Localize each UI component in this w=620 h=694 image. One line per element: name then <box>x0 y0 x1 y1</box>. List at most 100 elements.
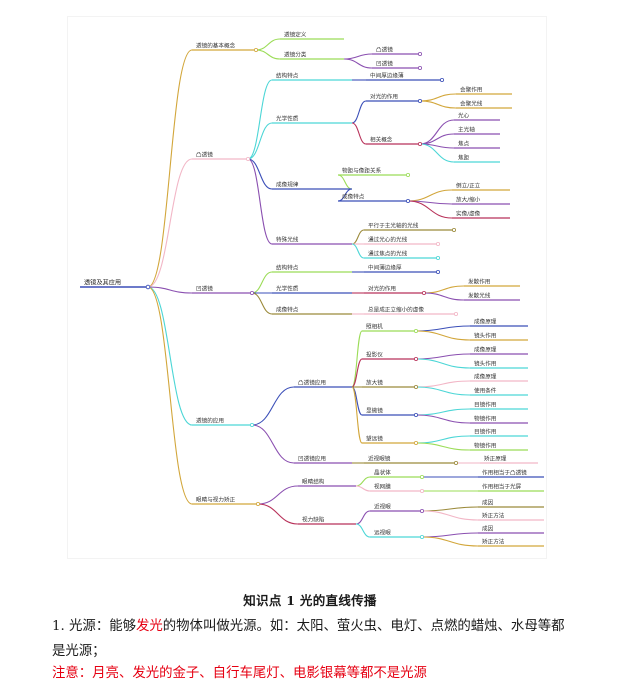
mindmap-connector <box>415 358 471 369</box>
mindmap-node-label: 成像原理 <box>474 373 497 381</box>
mindmap-node-label: 会聚光线 <box>460 100 483 108</box>
mindmap-connector <box>247 158 273 190</box>
mindmap-connector <box>147 286 193 294</box>
mindmap-node-label: 焦点 <box>458 140 470 148</box>
mindmap-node-label: 发散光线 <box>468 292 491 300</box>
mindmap-node-dot <box>419 474 424 479</box>
mindmap-node-label: 矫正原理 <box>484 455 507 463</box>
mindmap-node-label: 发散作用 <box>468 278 490 286</box>
mindmap-node-dot <box>249 290 254 295</box>
mindmap-node-label: 望远镜 <box>366 435 383 443</box>
mindmap-connector <box>351 386 363 444</box>
mindmap-node-label: 倒立/正立 <box>456 182 481 190</box>
mindmap-node-dot <box>413 328 418 333</box>
mindmap-node-label: 透镜分类 <box>284 51 307 59</box>
mindmap-node-dot <box>417 142 422 147</box>
mindmap-node-dot <box>419 535 424 540</box>
mindmap-connector <box>355 510 371 525</box>
mindmap-node-dot <box>419 508 424 513</box>
mindmap-connector <box>337 174 353 190</box>
mindmap-node-dot <box>405 198 410 203</box>
mindmap-connector <box>407 189 453 202</box>
mindmap-connector <box>251 271 273 294</box>
mindmap-node-label: 凸透镜 <box>376 46 393 54</box>
mindmap-connector <box>351 330 363 388</box>
mindmap-connector <box>147 286 193 426</box>
mindmap-connector <box>415 408 471 416</box>
mindmap-connector <box>251 386 295 426</box>
mindmap-connector <box>351 229 365 245</box>
mindmap-connector <box>423 285 465 294</box>
mindmap-connector <box>423 292 465 301</box>
mindmap-node-label: 平行于主光轴的光线 <box>368 222 419 230</box>
mindmap-node-dot <box>417 52 422 57</box>
mindmap-node-label: 晶状体 <box>374 469 391 477</box>
mindmap-node-label: 相关概念 <box>370 136 393 144</box>
mindmap-node-dot <box>419 488 424 493</box>
mindmap-connector <box>415 380 471 388</box>
mindmap-node-label: 光学性质 <box>276 285 299 293</box>
mindmap-node-label: 通过焦点的光线 <box>368 250 408 258</box>
mindmap-node-dot <box>249 422 254 427</box>
section-title: 知识点 1 光的直线传播 <box>243 593 377 608</box>
mindmap-node-label: 凸透镜 <box>196 151 213 159</box>
mindmap-node-label: 目镜作用 <box>474 428 496 436</box>
mindmap-node-label: 中间厚边缘薄 <box>370 72 404 80</box>
mindmap-node-label: 光学性质 <box>276 115 299 123</box>
mindmap-node-label: 凹透镜应用 <box>298 455 326 463</box>
mindmap-connector <box>355 485 371 492</box>
mindmap-node-label: 成像特点 <box>276 306 299 314</box>
mindmap-connector <box>147 286 193 505</box>
mindmap-node-label: 视网膜 <box>374 483 391 491</box>
mindmap-connector <box>247 158 273 245</box>
mindmap-node-label: 目镜作用 <box>474 401 496 409</box>
mindmap-node-label: 照相机 <box>366 323 383 331</box>
mindmap-node-dot <box>413 412 418 417</box>
mindmap-connector <box>251 424 295 464</box>
mindmap-node-label: 透镜的基本概念 <box>196 42 236 50</box>
mindmap-node-label: 凹透镜 <box>196 285 213 293</box>
mindmap-connector <box>415 330 471 341</box>
mindmap-node-label: 焦距 <box>458 154 470 162</box>
mindmap-node-label: 眼睛与视力矫正 <box>196 496 236 504</box>
mindmap-node-label: 眼睛结构 <box>302 478 325 486</box>
mindmap-node-label: 使用条件 <box>474 387 497 395</box>
mindmap-node-label: 物镜作用 <box>474 415 496 423</box>
mindmap-node-dot <box>255 501 260 506</box>
mindmap-connector <box>415 386 471 396</box>
mindmap-connector <box>351 243 365 259</box>
mindmap-connector <box>407 200 453 219</box>
mindmap-connector <box>415 414 471 424</box>
mindmap-node-label: 放大/缩小 <box>456 196 481 204</box>
mindmap-node-dot <box>417 66 422 71</box>
mindmap-node-label: 特殊光线 <box>276 236 299 244</box>
mindmap-node-dot <box>435 241 440 246</box>
mindmap-node-dot <box>405 172 410 177</box>
mindmap-node-dot <box>413 384 418 389</box>
mindmap-node-label: 矫正方法 <box>482 512 505 520</box>
mindmap-node-label: 近视眼 <box>374 503 391 511</box>
mindmap-connector <box>415 442 471 451</box>
mindmap-connector <box>257 503 299 525</box>
mindmap-node-label: 透镜及其应用 <box>84 279 121 287</box>
mindmap-root-dot <box>145 284 151 290</box>
mindmap-node-dot <box>435 269 440 274</box>
mindmap-node-label: 投影仪 <box>366 351 383 359</box>
mindmap-connector <box>343 53 373 60</box>
mindmap-node-dot <box>413 356 418 361</box>
mindmap-node-label: 成因 <box>482 525 494 533</box>
mindmap-connector <box>421 510 479 521</box>
mindmap-connector <box>255 49 281 60</box>
mindmap-node-label: 主光轴 <box>458 126 475 134</box>
mindmap-node-label: 物镜作用 <box>474 442 496 450</box>
mindmap-node-label: 结构特点 <box>276 264 299 272</box>
mindmap-node-dot <box>421 290 426 295</box>
mindmap-node-dot <box>435 255 440 260</box>
mindmap-node-label: 通过光心的光线 <box>368 236 408 244</box>
mindmap-connector <box>355 523 371 538</box>
mindmap-node-label: 矫正方法 <box>482 538 505 546</box>
mindmap-node-dot <box>245 156 250 161</box>
mindmap-node-label: 透镜的应用 <box>196 417 224 425</box>
mindmap-node-label: 作用相当于凸透镜 <box>482 469 527 477</box>
mindmap-node-label: 会聚作用 <box>460 86 482 94</box>
